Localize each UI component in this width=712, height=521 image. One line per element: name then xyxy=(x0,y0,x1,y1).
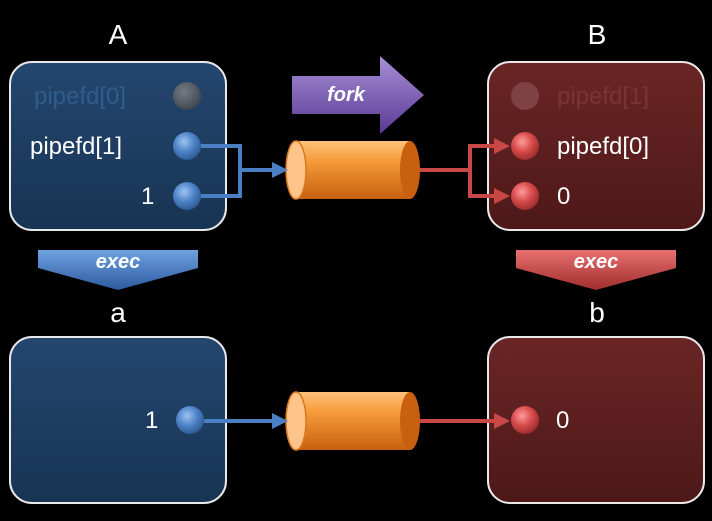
A-fd-write-dot xyxy=(173,132,201,160)
exec-arrow-right: exec xyxy=(516,250,676,290)
B-fd-stdin-dot xyxy=(511,182,539,210)
exec-left-label: exec xyxy=(96,251,141,273)
exec-right-label: exec xyxy=(574,251,619,273)
a-fd-stdout-label: 1 xyxy=(145,407,158,434)
A-fd-stdout-dot xyxy=(173,182,201,210)
connector-A-to-pipe xyxy=(201,144,288,198)
pipe-bottom xyxy=(285,391,420,451)
pipe-top xyxy=(285,140,420,200)
fork-label: fork xyxy=(327,84,366,106)
B-fd-stdin-label: 0 xyxy=(557,183,570,210)
process-A-title: A xyxy=(109,19,128,50)
B-fd-dim-label: pipefd[1] xyxy=(557,83,649,110)
A-fd-dim-dot xyxy=(173,82,201,110)
b-fd-stdin-label: 0 xyxy=(556,407,569,434)
B-fd-read-dot xyxy=(511,132,539,160)
process-b-title: b xyxy=(589,297,605,328)
connector-pipe-to-B xyxy=(420,138,510,204)
process-a-title: a xyxy=(110,297,126,328)
A-fd-write-label: pipefd[1] xyxy=(30,133,122,160)
A-fd-dim-label: pipefd[0] xyxy=(34,83,126,110)
connector-pipe-to-b xyxy=(420,413,510,429)
connector-a-to-pipe xyxy=(204,413,288,429)
process-A-box: pipefd[0] pipefd[1] 1 xyxy=(9,61,227,231)
process-b-box: 0 xyxy=(487,336,705,504)
exec-arrow-left: exec xyxy=(38,250,198,290)
B-fd-dim-dot xyxy=(511,82,539,110)
b-fd-stdin-dot xyxy=(511,406,539,434)
process-B-title: B xyxy=(588,19,607,50)
fork-arrow: fork xyxy=(292,56,424,134)
B-fd-read-label: pipefd[0] xyxy=(557,133,649,160)
process-B-box: pipefd[1] pipefd[0] 0 xyxy=(487,61,705,231)
A-fd-stdout-label: 1 xyxy=(141,183,154,210)
process-a-box: 1 xyxy=(9,336,227,504)
a-fd-stdout-dot xyxy=(176,406,204,434)
